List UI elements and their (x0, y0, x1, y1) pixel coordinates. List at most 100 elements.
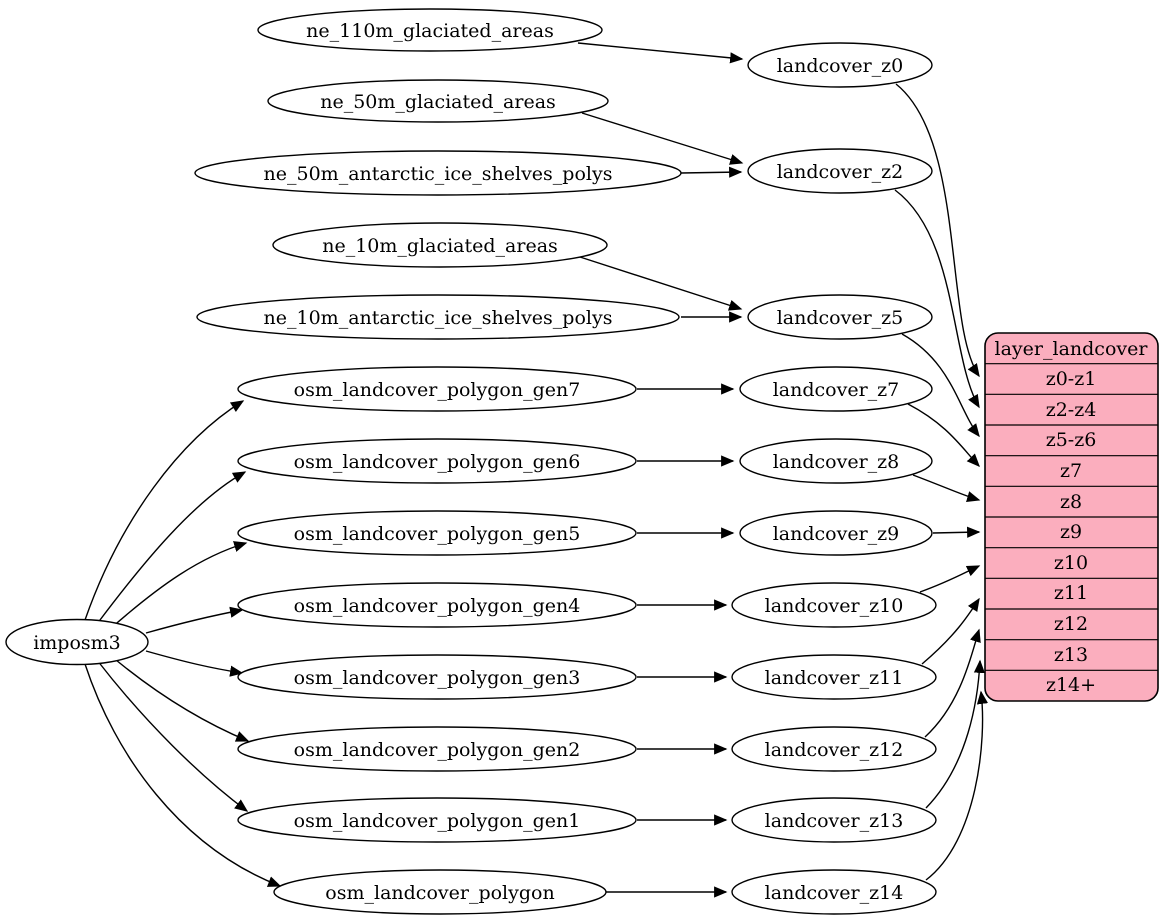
edge-landcover_z11-to-row-z11 (921, 597, 980, 665)
edge-landcover_z13-to-row-z13 (925, 659, 985, 809)
edge-imposm3-to-osm_landcover_polygon_gen4 (145, 606, 244, 634)
node-landcover_z11-label: landcover_z11 (765, 667, 904, 689)
node-ne_110m_glaciated_areas-shape (257, 8, 603, 52)
node-landcover_z0-shape (747, 42, 933, 88)
node-landcover_z10: landcover_z10 (731, 582, 937, 628)
node-osm_landcover_polygon-label: osm_landcover_polygon (325, 882, 554, 904)
node-ne_110m_glaciated_areas: ne_110m_glaciated_areas (257, 8, 603, 52)
edge-imposm3-to-osm_landcover_polygon_gen7 (84, 400, 245, 621)
edge-landcover_z7-to-row-z7 (907, 403, 980, 468)
node-landcover_z8-shape (739, 438, 933, 484)
node-ne_10m_antarctic_ice_shelves_polys-label: ne_10m_antarctic_ice_shelves_polys (264, 307, 613, 329)
table-row-z7: z7 (1060, 460, 1082, 482)
node-osm_landcover_polygon_gen3-shape (237, 654, 637, 700)
node-osm_landcover_polygon: osm_landcover_polygon (273, 869, 607, 915)
edge-ne_110m_glaciated_areas-to-landcover_z0 (577, 42, 744, 64)
node-landcover_z12-shape (731, 726, 937, 772)
node-landcover_z9-shape (739, 510, 933, 556)
node-osm_landcover_polygon_gen6-label: osm_landcover_polygon_gen6 (294, 451, 581, 473)
node-ne_10m_glaciated_areas-label: ne_10m_glaciated_areas (322, 235, 558, 257)
node-osm_landcover_polygon-shape (273, 869, 607, 915)
node-ne_10m_glaciated_areas-shape (272, 222, 608, 268)
node-landcover_z14: landcover_z14 (731, 869, 937, 915)
node-landcover_z2-label: landcover_z2 (777, 161, 904, 183)
node-landcover_z9-label: landcover_z9 (773, 523, 900, 545)
node-landcover_z14-label: landcover_z14 (765, 882, 904, 904)
edge-ne_50m_glaciated_areas-to-landcover_z2 (581, 112, 744, 165)
table-row-z13: z13 (1054, 644, 1088, 666)
table-row-z9: z9 (1060, 521, 1082, 543)
edges-layer (84, 42, 989, 898)
node-landcover_z12: landcover_z12 (731, 726, 937, 772)
node-osm_landcover_polygon_gen2: osm_landcover_polygon_gen2 (237, 726, 637, 772)
edge-landcover_z12-to-row-z12 (924, 628, 981, 738)
edge-landcover_z8-to-row-z8 (912, 474, 981, 503)
node-osm_landcover_polygon_gen4-shape (237, 582, 637, 628)
edge-imposm3-to-osm_landcover_polygon_gen2 (109, 654, 250, 742)
node-osm_landcover_polygon_gen3-label: osm_landcover_polygon_gen3 (294, 667, 581, 689)
node-osm_landcover_polygon_gen2-label: osm_landcover_polygon_gen2 (294, 739, 581, 761)
node-ne_50m_antarctic_ice_shelves_polys: ne_50m_antarctic_ice_shelves_polys (194, 150, 682, 196)
node-landcover_z7-shape (739, 366, 933, 412)
edge-ne_10m_glaciated_areas-to-landcover_z5 (579, 256, 743, 311)
node-ne_50m_glaciated_areas: ne_50m_glaciated_areas (267, 79, 609, 123)
node-landcover_z7-label: landcover_z7 (773, 379, 900, 401)
node-landcover_z8-label: landcover_z8 (773, 451, 900, 473)
table-row-z10: z10 (1054, 552, 1088, 574)
edge-landcover_z5-to-row-z5-z6 (901, 333, 980, 438)
node-landcover_z14-shape (731, 869, 937, 915)
node-osm_landcover_polygon_gen5-label: osm_landcover_polygon_gen5 (294, 523, 581, 545)
node-landcover_z2: landcover_z2 (747, 148, 933, 194)
node-osm_landcover_polygon_gen1-label: osm_landcover_polygon_gen1 (294, 810, 581, 832)
node-landcover_z5: landcover_z5 (747, 294, 933, 340)
node-landcover_z10-label: landcover_z10 (765, 595, 904, 617)
edge-landcover_z10-to-row-z10 (919, 565, 981, 593)
table-row-z5-z6: z5-z6 (1046, 429, 1097, 451)
node-osm_landcover_polygon_gen6-shape (237, 438, 637, 484)
edge-landcover_z9-to-row-z9 (932, 526, 981, 538)
node-landcover_z0-label: landcover_z0 (777, 55, 904, 77)
node-landcover_z13-label: landcover_z13 (765, 810, 904, 832)
node-landcover_z2-shape (747, 148, 933, 194)
node-osm_landcover_polygon_gen2-shape (237, 726, 637, 772)
nodes-layer: imposm3 ne_110m_glaciated_areas ne_50m_g… (5, 8, 937, 915)
table-row-z2-z4: z2-z4 (1046, 399, 1097, 421)
node-landcover_z5-label: landcover_z5 (777, 307, 904, 329)
node-osm_landcover_polygon_gen4: osm_landcover_polygon_gen4 (237, 582, 637, 628)
node-osm_landcover_polygon_gen7-label: osm_landcover_polygon_gen7 (294, 379, 581, 401)
node-osm_landcover_polygon_gen3: osm_landcover_polygon_gen3 (237, 654, 637, 700)
table-row-z11: z11 (1054, 582, 1088, 604)
node-osm_landcover_polygon_gen7: osm_landcover_polygon_gen7 (237, 366, 637, 412)
table-row-z8: z8 (1060, 491, 1082, 513)
table-row-z0-z1: z0-z1 (1046, 368, 1097, 390)
node-ne_50m_glaciated_areas-shape (267, 79, 609, 123)
node-landcover_z13: landcover_z13 (731, 797, 937, 843)
node-landcover_z11-shape (731, 654, 937, 700)
node-landcover_z13-shape (731, 797, 937, 843)
node-ne_50m_glaciated_areas-label: ne_50m_glaciated_areas (320, 91, 556, 113)
table-row-z14plus: z14+ (1046, 674, 1096, 696)
layer-landcover-table-title: layer_landcover (995, 338, 1149, 360)
node-osm_landcover_polygon_gen5: osm_landcover_polygon_gen5 (237, 510, 637, 556)
node-osm_landcover_polygon_gen7-shape (237, 366, 637, 412)
edge-imposm3-to-osm_landcover_polygon_gen5 (109, 541, 248, 630)
edge-imposm3-to-osm_landcover_polygon_gen1 (96, 659, 249, 812)
layer-landcover-table: layer_landcover z0-z1 z2-z4 z5-z6 z7 z8 … (984, 332, 1159, 702)
node-ne_50m_antarctic_ice_shelves_polys-shape (194, 150, 682, 196)
node-ne_10m_antarctic_ice_shelves_polys: ne_10m_antarctic_ice_shelves_polys (196, 294, 680, 340)
edge-ne_50m_antarctic_ice_shelves_polys-to-landcover_z2 (680, 166, 743, 178)
node-landcover_z11: landcover_z11 (731, 654, 937, 700)
node-landcover_z12-label: landcover_z12 (765, 739, 904, 761)
node-imposm3: imposm3 (5, 618, 149, 666)
node-landcover_z0: landcover_z0 (747, 42, 933, 88)
node-landcover_z5-shape (747, 294, 933, 340)
node-imposm3-shape (5, 618, 149, 666)
node-landcover_z8: landcover_z8 (739, 438, 933, 484)
node-landcover_z10-shape (731, 582, 937, 628)
node-ne_50m_antarctic_ice_shelves_polys-label: ne_50m_antarctic_ice_shelves_polys (264, 163, 613, 185)
table-row-z12: z12 (1054, 613, 1088, 635)
node-imposm3-label: imposm3 (33, 632, 121, 654)
node-osm_landcover_polygon_gen1: osm_landcover_polygon_gen1 (237, 797, 637, 843)
node-osm_landcover_polygon_gen4-label: osm_landcover_polygon_gen4 (294, 595, 581, 617)
